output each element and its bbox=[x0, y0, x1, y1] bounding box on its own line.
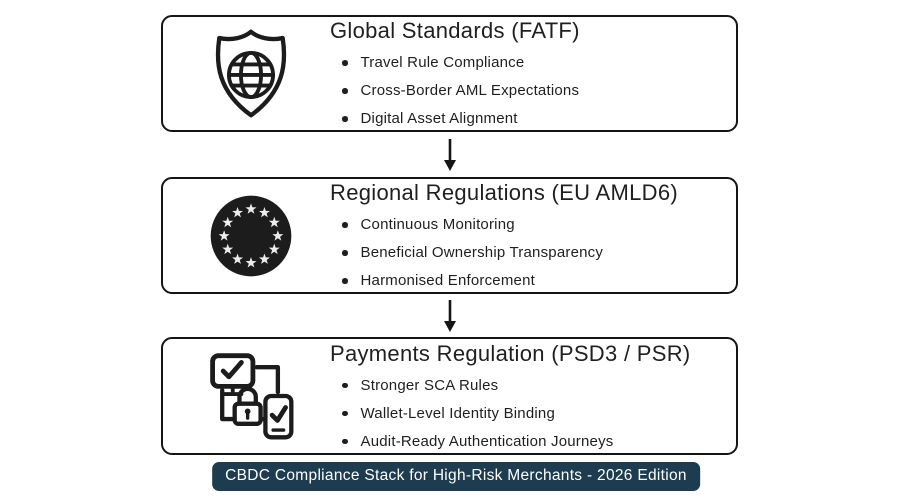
bullet-text: Wallet-Level Identity Binding bbox=[360, 404, 556, 422]
bullet-text: Audit-Ready Authentication Journeys bbox=[360, 432, 614, 450]
box-content: Regional Regulations (EU AMLD6) Continuo… bbox=[330, 176, 736, 295]
box-global-standards: Global Standards (FATF) Travel Rule Comp… bbox=[161, 15, 738, 132]
bullet-dot bbox=[342, 382, 348, 389]
devices-lock-icon bbox=[203, 348, 299, 444]
bullet-text: Continuous Monitoring bbox=[360, 216, 515, 233]
caption-badge: CBDC Compliance Stack for High-Risk Merc… bbox=[212, 462, 700, 491]
bullet-text: Beneficial Ownership Transparency bbox=[360, 244, 604, 261]
box-title: Regional Regulations (EU AMLD6) bbox=[330, 180, 679, 205]
bullet-item: Stronger SCA Rules bbox=[342, 372, 736, 400]
box-title: Payments Regulation (PSD3 / PSR) bbox=[330, 340, 691, 366]
box-content: Payments Regulation (PSD3 / PSR) Stronge… bbox=[330, 337, 736, 456]
bullet-list: Continuous Monitoring Beneficial Ownersh… bbox=[342, 211, 736, 295]
bullet-dot bbox=[342, 250, 348, 256]
bullet-dot bbox=[342, 222, 348, 228]
bullet-text: Harmonised Enforcement bbox=[360, 272, 535, 289]
bullet-dot bbox=[342, 278, 348, 284]
bullet-item: Harmonised Enforcement bbox=[342, 267, 736, 295]
bullet-text: Cross-Border AML Expectations bbox=[360, 82, 580, 99]
bullet-dot bbox=[342, 60, 348, 66]
bullet-dot bbox=[342, 88, 348, 94]
box-regional-regulations: Regional Regulations (EU AMLD6) Continuo… bbox=[161, 177, 738, 294]
bullet-text: Stronger SCA Rules bbox=[360, 376, 499, 394]
box-content: Global Standards (FATF) Travel Rule Comp… bbox=[330, 14, 736, 133]
down-arrow-icon bbox=[442, 138, 458, 172]
bullet-list: Stronger SCA Rules Wallet-Level Identity… bbox=[342, 372, 736, 456]
box-title: Global Standards (FATF) bbox=[330, 18, 580, 43]
bullet-item: Wallet-Level Identity Binding bbox=[342, 400, 736, 428]
bullet-item: Cross-Border AML Expectations bbox=[342, 77, 736, 105]
bullet-item: Audit-Ready Authentication Journeys bbox=[342, 428, 736, 456]
bullet-text: Digital Asset Alignment bbox=[360, 110, 518, 127]
shield-globe-icon bbox=[203, 26, 299, 122]
bullet-item: Travel Rule Compliance bbox=[342, 49, 736, 77]
bullet-item: Continuous Monitoring bbox=[342, 211, 736, 239]
down-arrow-icon bbox=[442, 299, 458, 333]
bullet-item: Digital Asset Alignment bbox=[342, 105, 736, 133]
bullet-item: Beneficial Ownership Transparency bbox=[342, 239, 736, 267]
bullet-dot bbox=[342, 116, 348, 122]
bullet-list: Travel Rule Compliance Cross-Border AML … bbox=[342, 49, 736, 133]
bullet-dot bbox=[342, 438, 348, 445]
eu-flag-icon bbox=[203, 188, 299, 284]
box-payments-regulation: Payments Regulation (PSD3 / PSR) Stronge… bbox=[161, 337, 738, 455]
bullet-dot bbox=[342, 410, 348, 417]
bullet-text: Travel Rule Compliance bbox=[360, 54, 525, 71]
